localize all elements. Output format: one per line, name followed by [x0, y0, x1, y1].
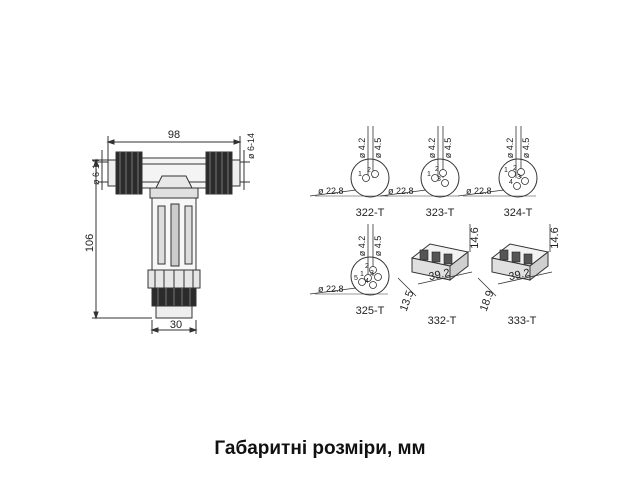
pin-contact: [441, 179, 449, 187]
model-label: 332-T: [428, 315, 457, 327]
model-label: 322-T: [356, 207, 385, 219]
outer-diameter-leader: [309, 287, 357, 295]
outer-diameter-leader: [309, 189, 357, 197]
face-outer-circle: [350, 158, 390, 198]
outer-diameter-label: ø 22.8: [388, 186, 414, 196]
pin-contact: [513, 182, 521, 190]
pin-number: 1: [360, 271, 364, 278]
outer-diameter-leader: [379, 189, 427, 197]
small-diameter-label: ø 4.2: [357, 138, 367, 159]
large-diameter-label: ø 4.5: [373, 236, 383, 257]
lever: [523, 253, 533, 265]
pin-number: 3: [437, 176, 441, 183]
pin-contact: [369, 281, 377, 289]
large-diameter-label: ø 4.5: [443, 138, 453, 159]
width-dim-line: [397, 277, 417, 297]
outer-diameter-leader: [457, 189, 505, 197]
pin-number: 1: [427, 171, 431, 178]
pin-contact: [374, 273, 382, 281]
pin-contact: [371, 170, 379, 178]
height-label: 14.6: [549, 227, 561, 248]
small-diameter-label: ø 4.2: [427, 138, 437, 159]
terminal-blocks: 14.6 39.2 13.5 332-T 14.6 39.2 18.9 333-T: [397, 224, 561, 327]
block-333-T: 14.6 39.2 18.9 333-T: [477, 224, 561, 327]
pin-contact: [364, 274, 372, 282]
length-label: 39.2: [428, 267, 451, 283]
pin-number: 1: [504, 167, 508, 174]
model-label: 324-T: [504, 207, 533, 219]
cable-right-label: ø 6-14: [246, 133, 256, 159]
outer-diameter-label: ø 22.8: [466, 186, 492, 196]
small-diameter-label: ø 4.2: [357, 236, 367, 257]
face-outer-circle: [420, 158, 460, 198]
height-label: 106: [84, 234, 96, 252]
face-322-T: ø 4.2 ø 4.5 ø 22.8 12 322-T: [309, 126, 390, 219]
length-label: 98: [168, 129, 180, 141]
caption: Габаритні розміри, мм: [214, 438, 426, 459]
pin-contact: [358, 278, 366, 286]
pin-contact: [521, 177, 529, 185]
pin-contact: [362, 174, 370, 182]
pin-number: 5: [354, 275, 358, 282]
small-diameter-label: ø 4.2: [505, 138, 515, 159]
lever: [431, 251, 441, 263]
height-label: 14.6: [469, 227, 481, 248]
pin-contact: [369, 266, 377, 274]
pin-contact: [431, 174, 439, 182]
pin-number: 3: [370, 270, 374, 277]
base-width-label: 30: [170, 319, 182, 331]
model-label: 323-T: [426, 207, 455, 219]
length-label: 39.2: [508, 267, 531, 283]
lever: [511, 251, 521, 263]
model-label: 325-T: [356, 305, 385, 317]
block-side: [449, 250, 469, 282]
t-connector-view: [92, 136, 250, 334]
pin-number: 4: [509, 179, 513, 186]
lever: [419, 249, 429, 261]
pin-number: 2: [435, 166, 439, 173]
width-label: 18.9: [478, 289, 497, 313]
pin-number: 4: [365, 278, 369, 285]
pin-contact: [508, 170, 516, 178]
pin-number: 3: [517, 174, 521, 181]
width-label: 13.5: [398, 289, 417, 313]
block-side: [529, 250, 549, 282]
pin-contact: [439, 169, 447, 177]
cable-left-label: ø 6-14: [91, 159, 101, 185]
pin-number: 2: [367, 167, 371, 174]
pin-number: 1: [358, 171, 362, 178]
outer-diameter-label: ø 22.8: [318, 284, 344, 294]
lever: [499, 249, 509, 261]
face-323-T: ø 4.2 ø 4.5 ø 22.8 12 3 323-T: [379, 126, 460, 219]
model-label: 333-T: [508, 315, 537, 327]
outer-diameter-label: ø 22.8: [318, 186, 344, 196]
block-332-T: 14.6 39.2 13.5 332-T: [397, 224, 481, 327]
pin-contact: [517, 168, 525, 176]
length-dim-line: [417, 271, 473, 285]
pin-number: 2: [365, 263, 369, 270]
pin-number: 2: [513, 165, 517, 172]
width-dim-line: [477, 277, 497, 297]
face-outer-circle: [498, 158, 538, 198]
lever: [443, 253, 453, 265]
length-dim-line: [497, 271, 553, 285]
large-diameter-label: ø 4.5: [373, 138, 383, 159]
large-diameter-label: ø 4.5: [521, 138, 531, 159]
